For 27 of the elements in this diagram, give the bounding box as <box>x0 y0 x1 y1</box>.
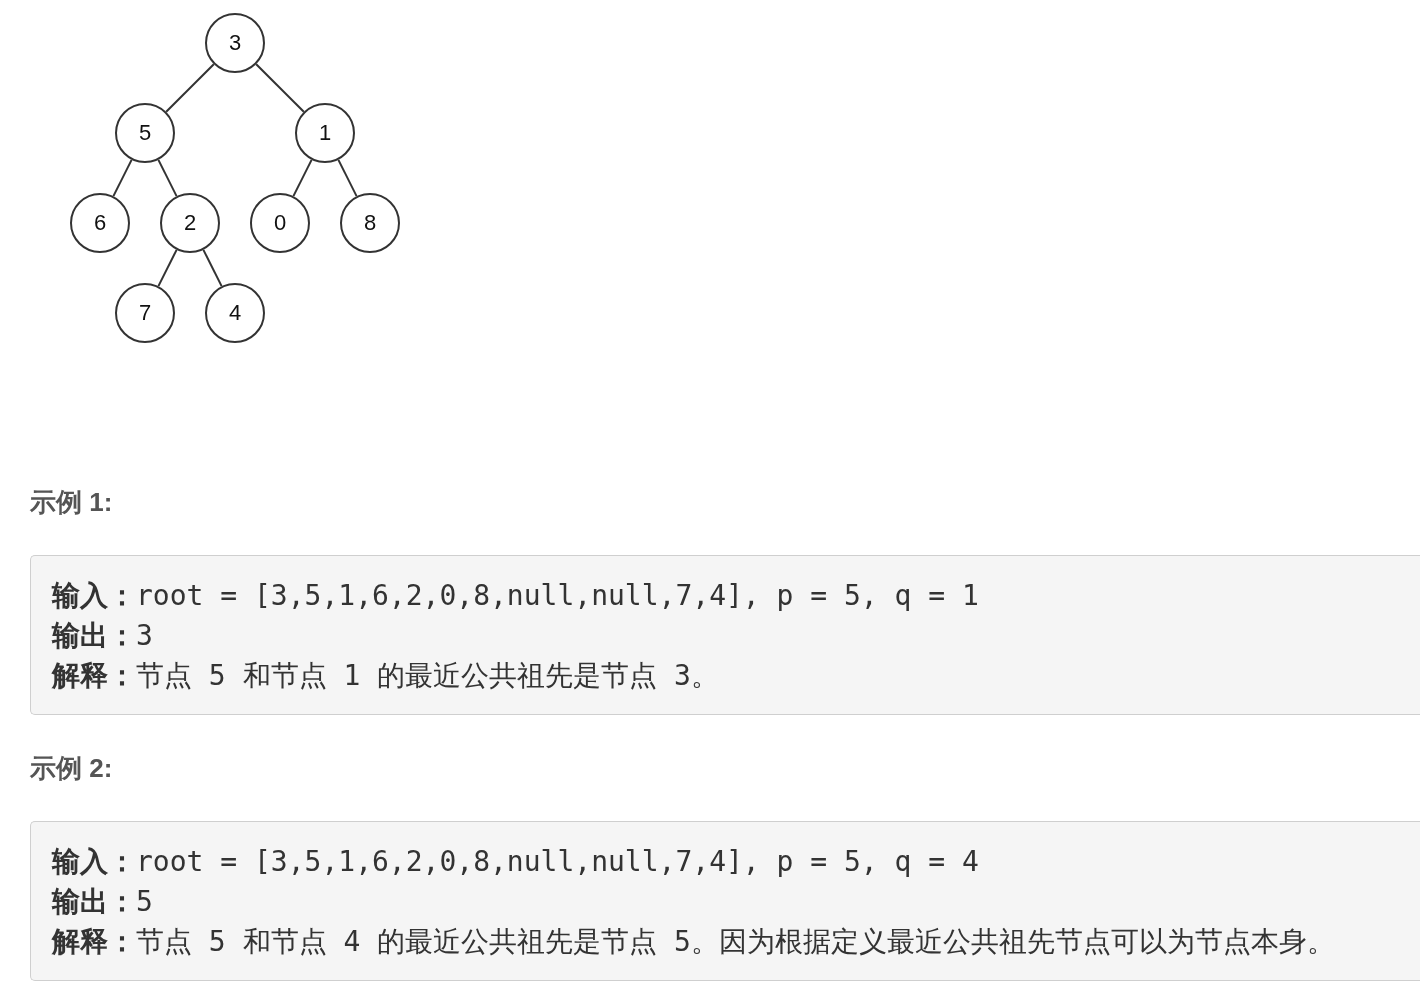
circle-node: 6 <box>70 193 130 253</box>
code-block <box>30 555 1420 715</box>
circle-node: 8 <box>340 193 400 253</box>
heading: 示例 2: <box>30 753 113 783</box>
circle-node: 0 <box>250 193 310 253</box>
circle-node: 3 <box>205 13 265 73</box>
connector-line <box>165 63 215 113</box>
circle-node: 7 <box>115 283 175 343</box>
connector-line <box>157 248 178 288</box>
circle-node: 2 <box>160 193 220 253</box>
code-line: 输入：root = [3,5,1,6,2,0,8,null,null,7,4], p = 5, q = 1 <box>52 578 979 614</box>
connector-line <box>337 158 358 198</box>
circle-node: 1 <box>295 103 355 163</box>
code-line: 解释：节点 5 和节点 4 的最近公共祖先是节点 5。因为根据定义最近公共祖先节点可以为节点本身。 <box>52 924 1335 960</box>
connector-line <box>157 158 178 198</box>
connector-line <box>292 158 313 198</box>
code-line: 输出：3 <box>52 618 153 654</box>
code-line: 解释：节点 5 和节点 1 的最近公共祖先是节点 3。 <box>52 658 719 694</box>
circle-node: 5 <box>115 103 175 163</box>
code-line: 输出：5 <box>52 884 153 920</box>
heading: 示例 1: <box>30 487 113 517</box>
connector-line <box>112 158 133 198</box>
code-line: 输入：root = [3,5,1,6,2,0,8,null,null,7,4], p = 5, q = 4 <box>52 844 979 880</box>
circle-node: 4 <box>205 283 265 343</box>
code-block <box>30 821 1420 981</box>
connector-line <box>202 248 223 288</box>
connector-line <box>255 63 305 113</box>
